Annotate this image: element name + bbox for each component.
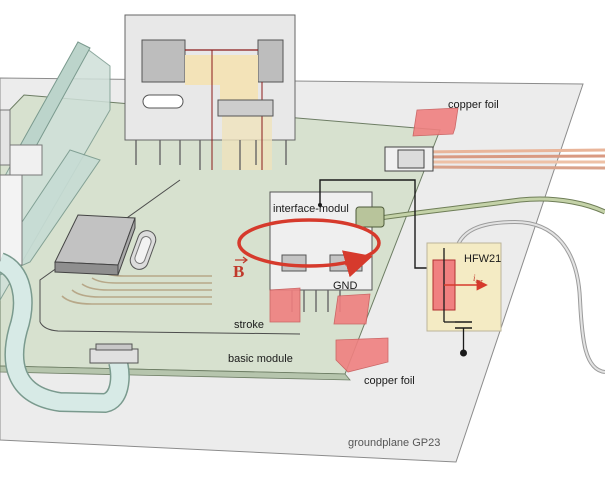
probe-cable-inner [454, 220, 605, 373]
cable-bundle [418, 148, 605, 170]
copper-foil-bottom-label: copper foil [364, 375, 415, 387]
copper-foil-left [269, 287, 301, 323]
b-field-symbol: B [233, 256, 248, 281]
stroke-label: stroke [234, 319, 264, 331]
board-trace-outline [39, 179, 301, 335]
copper-foil-top-label: copper foil [448, 99, 499, 111]
top-module [124, 14, 296, 170]
signal-wire-node [318, 203, 322, 207]
copper-foil-top [412, 107, 459, 137]
ic-chip-side2 [117, 217, 136, 276]
interface-module-label: interface-modul [273, 203, 349, 215]
ribbon-connector-cap [95, 343, 133, 351]
left-box-1 [0, 109, 11, 166]
svg-text:B: B [233, 262, 244, 281]
green-cable-inner [379, 197, 605, 220]
ribbon-cable-inner [0, 254, 129, 412]
copper-foil-bottom [335, 337, 389, 373]
svg-text:ierr: ierr [473, 273, 484, 285]
hfw21-label: HFW21 [464, 253, 501, 265]
groundplane-label: groundplane GP23 [348, 437, 440, 449]
crystal-oscillator-inner [134, 236, 152, 264]
basic-module-edge [0, 365, 351, 381]
cable-clamp-inner [397, 149, 425, 169]
left-box-2 [9, 144, 43, 176]
copper-foil-right [333, 293, 371, 325]
left-box-3 [0, 174, 23, 266]
ribbon-connector [89, 348, 139, 364]
interface-connector [355, 206, 385, 228]
signal-wire [319, 179, 440, 269]
hfw21-probe [426, 242, 502, 357]
current-label: ierr [473, 273, 484, 285]
b-field-loop [237, 218, 381, 268]
gnd-label: GND [333, 280, 358, 292]
left-connector-strip [0, 149, 101, 276]
basic-module-label: basic module [228, 353, 293, 365]
b-field-loop-arrow [341, 250, 373, 278]
